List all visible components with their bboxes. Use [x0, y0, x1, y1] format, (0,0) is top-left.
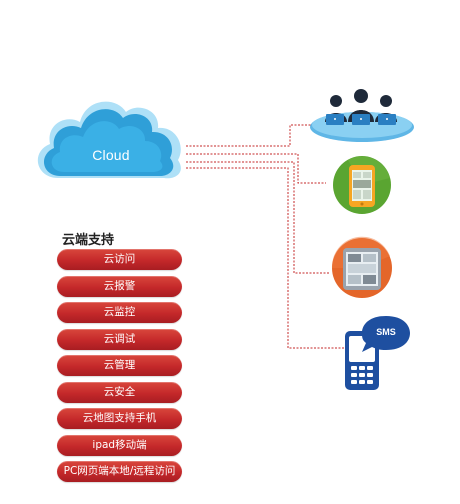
feature-item-cloud-map-mobile: 云地图支持手机 — [57, 408, 182, 429]
feature-item-cloud-access: 云访问 — [57, 249, 182, 270]
connector-to-phone — [186, 153, 326, 184]
users-group-icon — [310, 89, 414, 142]
connector-to-tablet — [186, 161, 330, 274]
smartphone-icon — [333, 156, 391, 214]
feature-item-cloud-security: 云安全 — [57, 381, 182, 403]
sms-phone-icon — [345, 316, 410, 390]
connector-lines — [186, 124, 344, 349]
feature-item-pc-web-access: PC网页端本地/远程访问 — [57, 461, 182, 482]
cloud-icon — [37, 101, 181, 179]
feature-item-ipad-mobile: ipad移动端 — [57, 434, 182, 456]
connector-to-sms — [186, 167, 344, 349]
connector-to-users — [186, 124, 318, 147]
feature-item-cloud-monitoring: 云监控 — [57, 302, 182, 323]
cloud-label: Cloud — [92, 147, 130, 163]
tablet-icon — [331, 236, 392, 298]
section-title: 云端支持 — [62, 233, 115, 248]
sms-label: SMS — [376, 327, 396, 337]
feature-item-cloud-debugging: 云调试 — [57, 328, 182, 350]
feature-item-cloud-alarm: 云报警 — [57, 275, 182, 297]
feature-item-cloud-management: 云管理 — [57, 355, 182, 376]
feature-list: 云访问 云报警 云监控 云调试 云管理 云安全 云地图支持手机 ipad移动端 … — [57, 249, 182, 488]
